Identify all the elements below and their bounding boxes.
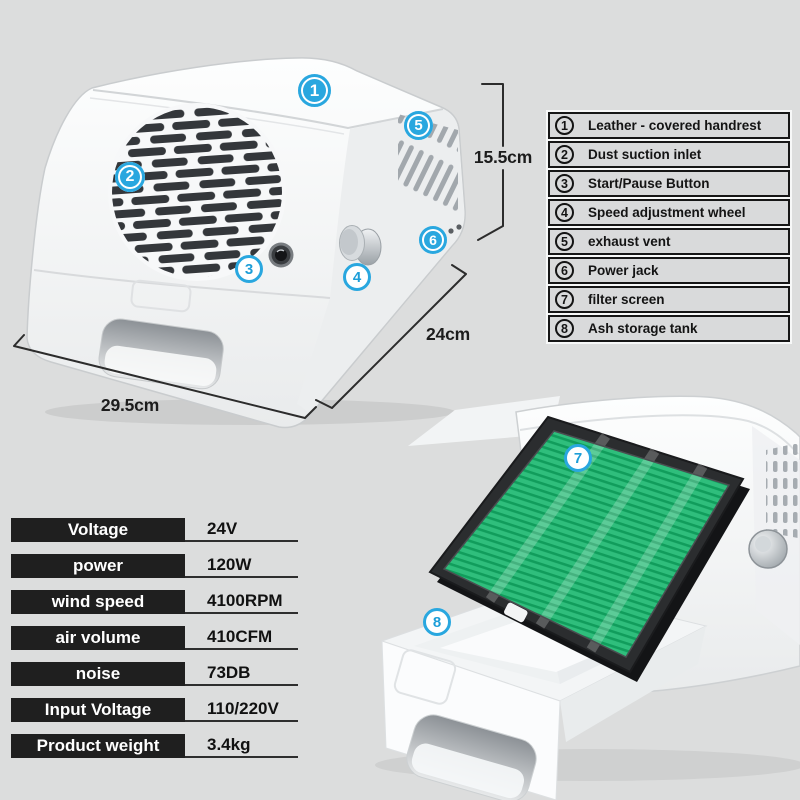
feature-number-circle: 7 — [555, 290, 574, 309]
spec-value: 4100RPM — [185, 588, 298, 614]
spec-row-wind-speed: wind speed 4100RPM — [0, 590, 310, 614]
feature-list: 1 Leather - covered handrest 2 Dust suct… — [546, 110, 792, 344]
callout-badge-6: 6 — [419, 226, 447, 254]
width-dimension-line — [13, 334, 317, 419]
callout-badge-3: 3 — [235, 255, 263, 283]
spec-value: 73DB — [185, 660, 298, 686]
fan-grille — [112, 107, 282, 277]
drawer-handle-recess-2 — [406, 714, 537, 800]
spec-value: 24V — [185, 516, 298, 542]
spec-row-voltage: Voltage 24V — [0, 518, 310, 542]
feature-number-circle: 1 — [555, 116, 574, 135]
spec-label: Product weight — [11, 734, 185, 758]
feature-item-4: 4 Speed adjustment wheel — [548, 199, 790, 226]
feature-number-circle: 8 — [555, 319, 574, 338]
spec-label: Input Voltage — [11, 698, 185, 722]
feature-label: filter screen — [588, 292, 665, 307]
feature-label: exhaust vent — [588, 234, 671, 249]
dimension-label-height: 15.5cm — [473, 147, 533, 167]
feature-number-circle: 3 — [555, 174, 574, 193]
feature-label: Start/Pause Button — [588, 176, 710, 191]
feature-item-7: 7 filter screen — [548, 286, 790, 313]
feature-number-circle: 4 — [555, 203, 574, 222]
feature-item-2: 2 Dust suction inlet — [548, 141, 790, 168]
dimension-label-width: 29.5cm — [100, 395, 160, 415]
spec-value: 120W — [185, 552, 298, 578]
drawer-front-plate — [130, 279, 192, 313]
feature-number-circle: 6 — [555, 261, 574, 280]
spec-table: Voltage 24V power 120W wind speed 4100RP… — [0, 518, 310, 770]
callout-number: 1 — [309, 81, 320, 100]
callout-badge-2: 2 — [115, 162, 145, 192]
feature-item-5: 5 exhaust vent — [548, 228, 790, 255]
feature-label: Ash storage tank — [588, 321, 698, 336]
spec-value: 110/220V — [185, 696, 298, 722]
feature-label: Dust suction inlet — [588, 147, 702, 162]
callout-badge-1: 1 — [298, 74, 331, 107]
side-vent-slots — [766, 443, 798, 538]
callout-badge-7: 7 — [564, 444, 592, 472]
spec-label: power — [11, 554, 185, 578]
machine-filter-illustration — [375, 395, 800, 800]
spec-label: Voltage — [11, 518, 185, 542]
callout-number: 8 — [432, 613, 442, 631]
filter-screen — [428, 415, 750, 682]
spec-row-product-weight: Product weight 3.4kg — [0, 734, 310, 758]
callout-number: 2 — [125, 168, 135, 185]
feature-number-circle: 2 — [555, 145, 574, 164]
spec-row-input-voltage: Input Voltage 110/220V — [0, 698, 310, 722]
power-jack-holes — [448, 224, 462, 234]
callout-number: 4 — [352, 268, 362, 286]
drawer-handle-recess — [98, 318, 224, 390]
feature-label: Speed adjustment wheel — [588, 205, 746, 220]
dimension-lines — [13, 83, 504, 419]
feature-item-1: 1 Leather - covered handrest — [548, 112, 790, 139]
feature-label: Leather - covered handrest — [588, 118, 762, 133]
spec-value: 410CFM — [185, 624, 298, 650]
spec-label: air volume — [11, 626, 185, 650]
feature-number-circle: 5 — [555, 232, 574, 251]
spec-label: wind speed — [11, 590, 185, 614]
feature-item-3: 3 Start/Pause Button — [548, 170, 790, 197]
spec-row-power: power 120W — [0, 554, 310, 578]
callout-number: 7 — [573, 449, 583, 467]
side-knob — [748, 529, 788, 569]
spec-row-air-volume: air volume 410CFM — [0, 626, 310, 650]
depth-dimension-line — [315, 264, 467, 409]
spec-row-noise: noise 73DB — [0, 662, 310, 686]
callout-badge-4: 4 — [343, 263, 371, 291]
feature-item-6: 6 Power jack — [548, 257, 790, 284]
height-dimension-line — [477, 83, 504, 241]
spec-value: 3.4kg — [185, 732, 298, 758]
callout-number: 5 — [414, 117, 423, 134]
feature-item-8: 8 Ash storage tank — [548, 315, 790, 342]
callout-number: 6 — [429, 232, 437, 248]
callout-badge-8: 8 — [423, 608, 451, 636]
callout-badge-5: 5 — [404, 111, 433, 140]
callout-number: 3 — [244, 260, 254, 278]
dimension-label-depth: 24cm — [426, 324, 470, 344]
spec-label: noise — [11, 662, 185, 686]
speed-adjustment-wheel — [339, 225, 382, 266]
machine-front-illustration — [26, 57, 466, 429]
feature-label: Power jack — [588, 263, 659, 278]
start-pause-button — [268, 242, 294, 268]
